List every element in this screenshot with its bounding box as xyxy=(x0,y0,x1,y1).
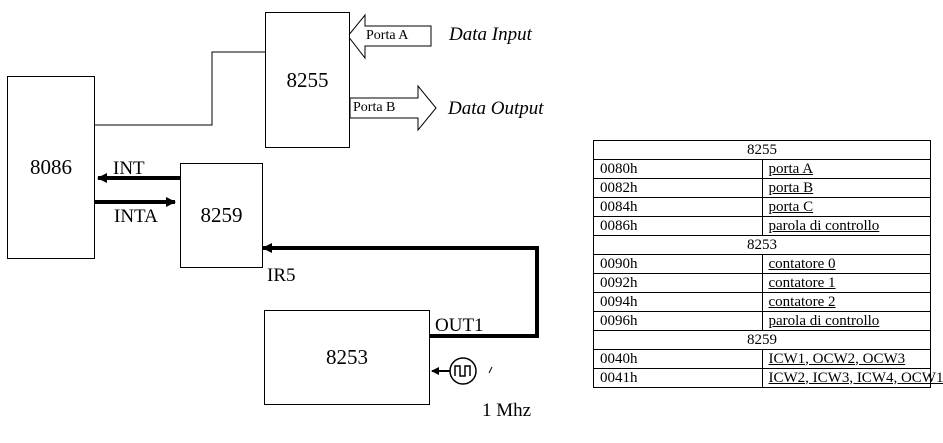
description-cell: porta A xyxy=(761,159,931,179)
porta-b-label: Porta B xyxy=(353,100,396,115)
data-input-label: Data Input xyxy=(449,24,532,45)
int-label: INT xyxy=(113,158,145,179)
ppi-8255-label: 8255 xyxy=(286,67,329,92)
table-row: 0041h ICW2, ICW3, ICW4, OCW1 xyxy=(593,368,943,388)
clock-source-icon xyxy=(449,357,477,385)
address-cell: 0040h xyxy=(593,349,763,369)
porta-a-arrow xyxy=(347,13,432,60)
pic-8259-label: 8259 xyxy=(200,203,243,227)
pit-8253-label: 8253 xyxy=(326,345,368,369)
table-row: 0090h contatore 0 xyxy=(593,254,931,274)
ir5-label: IR5 xyxy=(267,265,296,286)
table-row: 0094h contatore 2 xyxy=(593,292,931,312)
pit-8253-box: 8253 xyxy=(264,310,430,405)
description-cell: parola di controllo xyxy=(761,216,931,236)
table-row: 0080h porta A xyxy=(593,159,931,179)
description-text: parola di controllo xyxy=(768,217,880,234)
data-output-label: Data Output xyxy=(448,98,544,119)
table-section-header: 8255 xyxy=(593,140,931,160)
inta-label: INTA xyxy=(114,206,158,227)
cpu-8086-box: 8086 xyxy=(7,76,95,259)
description-cell: ICW2, ICW3, ICW4, OCW1 xyxy=(761,368,943,388)
description-text: ICW1, OCW2, OCW3 xyxy=(768,350,906,367)
description-cell: porta C xyxy=(761,197,931,217)
address-cell: 0090h xyxy=(593,254,763,274)
description-cell: contatore 2 xyxy=(761,292,931,312)
address-cell: 0084h xyxy=(593,197,763,217)
address-cell: 0094h xyxy=(593,292,763,312)
description-text: contatore 0 xyxy=(768,255,836,272)
description-cell: contatore 1 xyxy=(761,273,931,293)
address-cell: 0080h xyxy=(593,159,763,179)
description-text: porta C xyxy=(768,198,814,215)
clock-waveform-icon xyxy=(454,365,471,377)
address-cell: 0082h xyxy=(593,178,763,198)
porta-b-arrow xyxy=(349,84,437,132)
description-cell: porta B xyxy=(761,178,931,198)
address-cell: 0041h xyxy=(593,368,763,388)
address-cell: 0096h xyxy=(593,311,763,331)
clock-tick-mark xyxy=(488,366,493,374)
description-cell: ICW1, OCW2, OCW3 xyxy=(761,349,931,369)
cpu-8086-label: 8086 xyxy=(30,155,72,179)
section-title: 8255 xyxy=(593,140,931,160)
table-section-header: 8253 xyxy=(593,235,931,255)
pic-8259-box: 8259 xyxy=(180,163,263,268)
section-title: 8259 xyxy=(593,330,931,350)
out1-label: OUT1 xyxy=(435,315,484,336)
table-section-header: 8259 xyxy=(593,330,931,350)
table-row: 0082h porta B xyxy=(593,178,931,198)
description-text: contatore 2 xyxy=(768,293,836,310)
description-text: ICW2, ICW3, ICW4, OCW1 xyxy=(768,369,943,386)
table-row: 0084h porta C xyxy=(593,197,931,217)
porta-a-label: Porta A xyxy=(366,28,409,43)
description-text: porta A xyxy=(768,160,814,177)
description-text: parola di controllo xyxy=(768,312,880,329)
table-row: 0086h parola di controllo xyxy=(593,216,931,236)
address-cell: 0086h xyxy=(593,216,763,236)
section-title: 8253 xyxy=(593,235,931,255)
bus-line xyxy=(95,51,265,126)
table-row: 0040h ICW1, OCW2, OCW3 xyxy=(593,349,931,369)
description-cell: parola di controllo xyxy=(761,311,931,331)
table-row: 0096h parola di controllo xyxy=(593,311,931,331)
ppi-8255-box: 8255 xyxy=(265,12,350,148)
out1-ir5-wire xyxy=(262,243,539,338)
description-text: contatore 1 xyxy=(768,274,836,291)
description-text: porta B xyxy=(768,179,814,196)
table-row: 0092h contatore 1 xyxy=(593,273,931,293)
address-cell: 0092h xyxy=(593,273,763,293)
clock-frequency-label: 1 Mhz xyxy=(482,400,532,421)
description-cell: contatore 0 xyxy=(761,254,931,274)
